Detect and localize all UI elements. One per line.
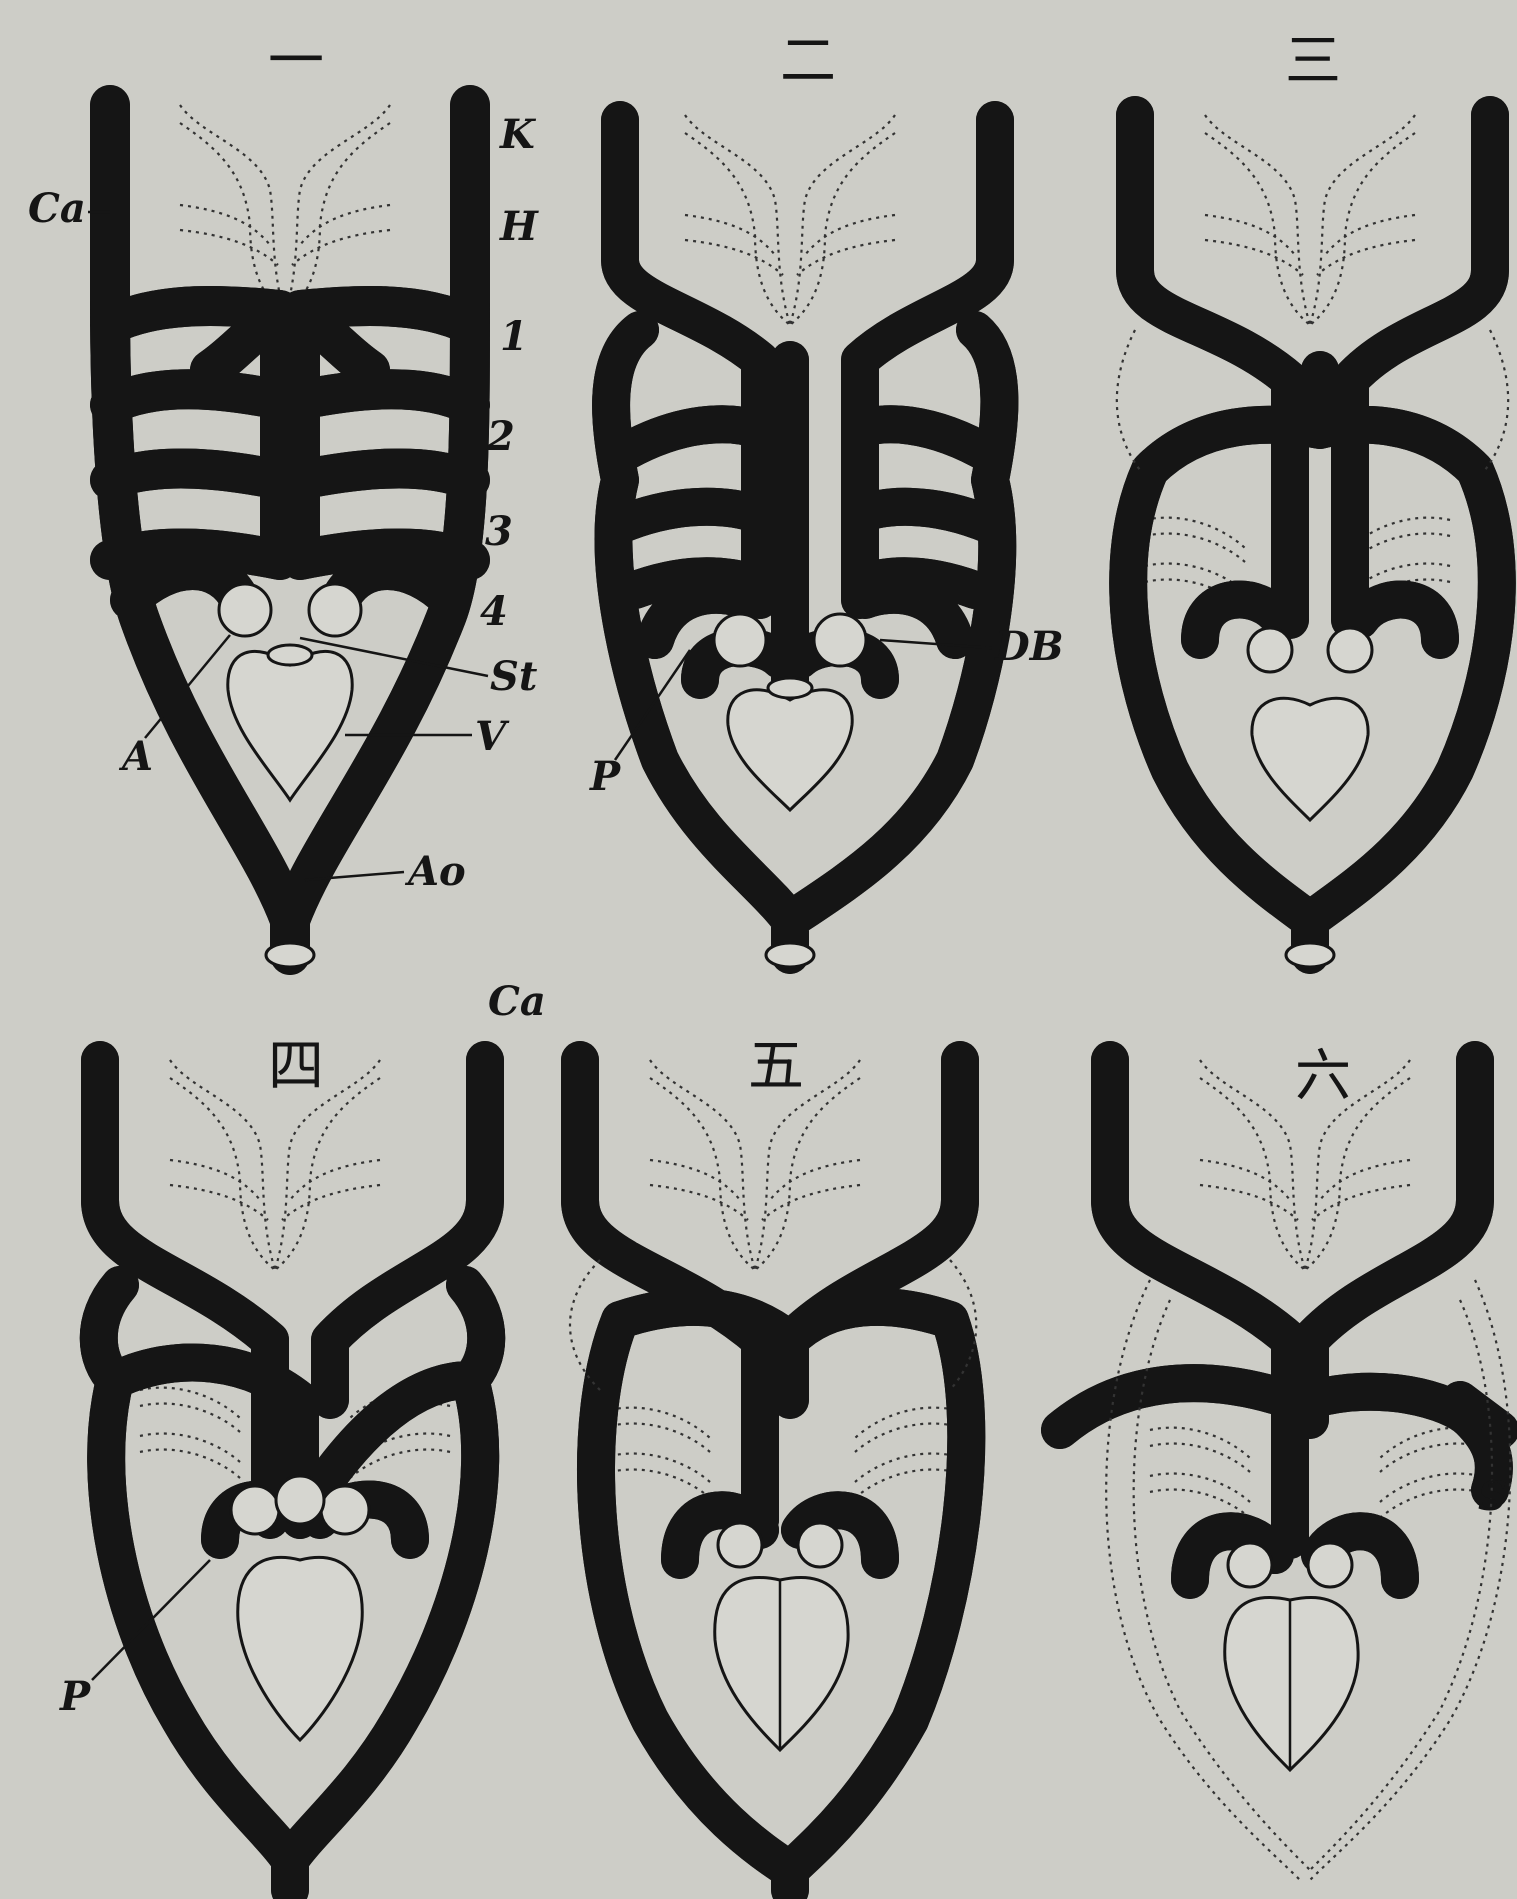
vessel-system [1117, 115, 1508, 967]
label-k: K [499, 111, 537, 158]
panel-6: 六 S [1060, 1044, 1510, 1880]
label-st: St [490, 653, 538, 700]
panel-number: 二 [780, 29, 836, 94]
panel-number: 一 [268, 29, 324, 94]
label-v: V [475, 713, 510, 760]
label-s: S [1478, 1473, 1507, 1520]
panel-4: 四 Ca P [59, 978, 546, 1890]
panel-number: 五 [748, 1034, 804, 1099]
label-arch-3: 3 [485, 508, 513, 555]
vessel-system [611, 120, 999, 967]
vessel-system [1060, 1060, 1510, 1880]
label-ao: Ao [404, 848, 466, 895]
vessel-system [110, 105, 470, 967]
panel-2: 二 DB P [589, 29, 1064, 967]
panel-number: 六 [1295, 1044, 1351, 1109]
label-p: P [589, 753, 622, 800]
panel-number: 三 [1285, 29, 1341, 94]
panel-3: 三 [1117, 29, 1508, 967]
label-a: A [118, 733, 153, 780]
panel-5: 五 [570, 1034, 976, 1890]
label-ca: Ca [28, 185, 86, 232]
vessel-system [99, 1060, 487, 1890]
label-h: H [499, 203, 539, 250]
label-db: DB [994, 623, 1064, 670]
vessel-system [570, 1060, 976, 1890]
panel-number: 四 [268, 1034, 324, 1099]
label-arch-1: 1 [500, 313, 528, 360]
label-arch-2: 2 [486, 413, 515, 460]
label-p: P [59, 1673, 92, 1720]
label-ca: Ca [488, 978, 546, 1025]
label-arch-4: 4 [480, 588, 508, 635]
panel-1: 一 Ca K H 1 2 3 4 St A V Ao [28, 29, 539, 967]
